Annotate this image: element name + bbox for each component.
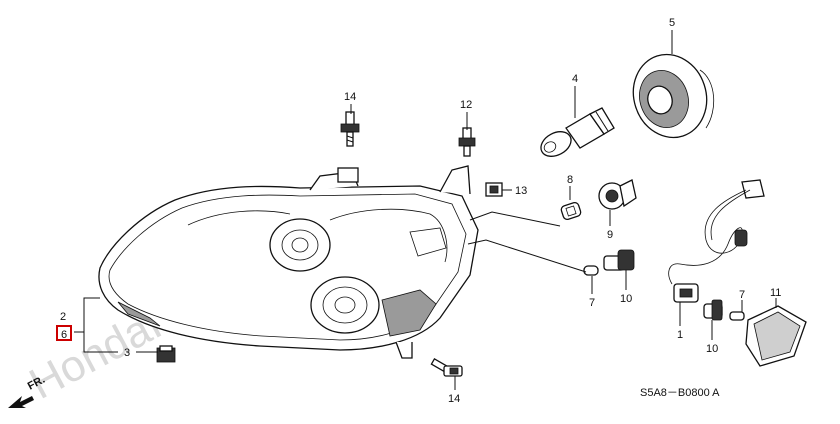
- bulb-socket-10[interactable]: [603, 249, 635, 271]
- clip-13[interactable]: [485, 182, 503, 197]
- callout-6[interactable]: 6: [61, 329, 67, 341]
- callout-5[interactable]: 5: [669, 17, 675, 29]
- bolt-bottom[interactable]: [430, 358, 463, 377]
- side-marker-lens[interactable]: [745, 305, 807, 367]
- mount-clip[interactable]: [156, 345, 176, 363]
- callout-11[interactable]: 11: [770, 287, 781, 299]
- bolt-12[interactable]: [458, 127, 476, 157]
- callout-12[interactable]: 12: [460, 99, 472, 111]
- callout-10-left[interactable]: 10: [620, 293, 632, 305]
- callout-14-bottom[interactable]: 14: [448, 393, 460, 405]
- leader-lines: [74, 30, 777, 390]
- callout-9[interactable]: 9: [607, 229, 613, 241]
- callout-14-top[interactable]: 14: [344, 91, 356, 103]
- callout-6-highlight-box: [56, 325, 72, 341]
- callout-3[interactable]: 3: [124, 347, 130, 359]
- headlight-assembly[interactable]: [98, 165, 479, 359]
- callout-8[interactable]: 8: [567, 174, 573, 186]
- callout-10-right[interactable]: 10: [706, 343, 718, 355]
- callout-labels: 2 6 3 14 12 13 14 4 5 8 9 7 10 1 10 7 11: [56, 17, 781, 405]
- callout-4[interactable]: 4: [572, 73, 578, 85]
- side-bulb[interactable]: [560, 201, 582, 221]
- headlight-bulb[interactable]: [537, 107, 615, 161]
- callout-7-left[interactable]: 7: [589, 297, 595, 309]
- wedge-bulb[interactable]: [583, 265, 599, 276]
- bulb-socket-9[interactable]: [598, 179, 637, 210]
- diagram-code: S5A8－B0800 A: [640, 387, 720, 399]
- front-arrow-icon: [8, 396, 34, 408]
- callout-2[interactable]: 2: [60, 311, 66, 323]
- callout-7-right[interactable]: 7: [739, 289, 745, 301]
- side-marker-bulb[interactable]: [729, 311, 745, 321]
- bolt-top[interactable]: [340, 111, 360, 147]
- side-marker-socket[interactable]: [703, 299, 723, 321]
- callout-1[interactable]: 1: [677, 329, 683, 341]
- wiring-harness[interactable]: [668, 179, 765, 303]
- dust-cover[interactable]: [623, 45, 717, 147]
- callout-13[interactable]: 13: [515, 185, 527, 197]
